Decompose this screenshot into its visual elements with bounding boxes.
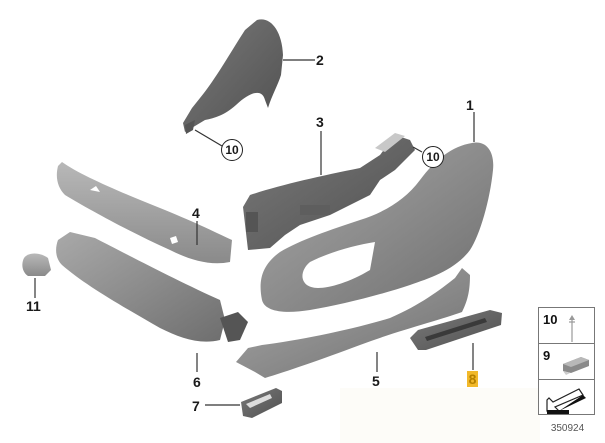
part-3-switch-carrier (243, 133, 415, 250)
part-7-clip (241, 388, 282, 418)
legend-label-10: 10 (543, 312, 558, 327)
callout-10-circled[interactable]: 10 (221, 139, 243, 161)
part-5-sill-trim (236, 268, 470, 378)
leader-10b (412, 146, 423, 153)
part-11-end-cap (22, 253, 51, 276)
diagram-code: 350924 (550, 423, 585, 434)
part-label-11[interactable]: 11 (26, 298, 41, 314)
part-8-rail-cover (410, 310, 502, 350)
background-patch (340, 388, 540, 443)
legend-box: 10 9 (538, 307, 595, 415)
part-label-7[interactable]: 7 (192, 398, 200, 414)
part-label-5[interactable]: 5 (372, 373, 380, 389)
part-label-3[interactable]: 3 (316, 114, 324, 130)
legend-item-screw[interactable]: 10 (539, 308, 594, 344)
screw-icon (569, 315, 575, 342)
part-label-6[interactable]: 6 (193, 374, 201, 390)
legend-item-arrow[interactable] (539, 380, 594, 416)
part-1-seat-side-panel (260, 142, 494, 312)
leader-lines (34, 59, 475, 406)
legend-label-9: 9 (543, 348, 551, 363)
legend-item-clip[interactable]: 9 (539, 344, 594, 380)
part-6-inner-cover (56, 232, 248, 342)
part-label-1[interactable]: 1 (466, 97, 474, 113)
part-2-upper-cover (183, 19, 283, 134)
part-4-trim-strip (56, 162, 232, 264)
callout-10-circled[interactable]: 10 (422, 146, 444, 168)
part-label-8-highlighted[interactable]: 8 (467, 371, 478, 387)
leader-10a (194, 129, 223, 147)
part-label-4[interactable]: 4 (192, 205, 200, 221)
arrow-left-down-icon (546, 388, 586, 414)
part-label-2[interactable]: 2 (316, 52, 324, 68)
clip-icon (563, 357, 589, 375)
